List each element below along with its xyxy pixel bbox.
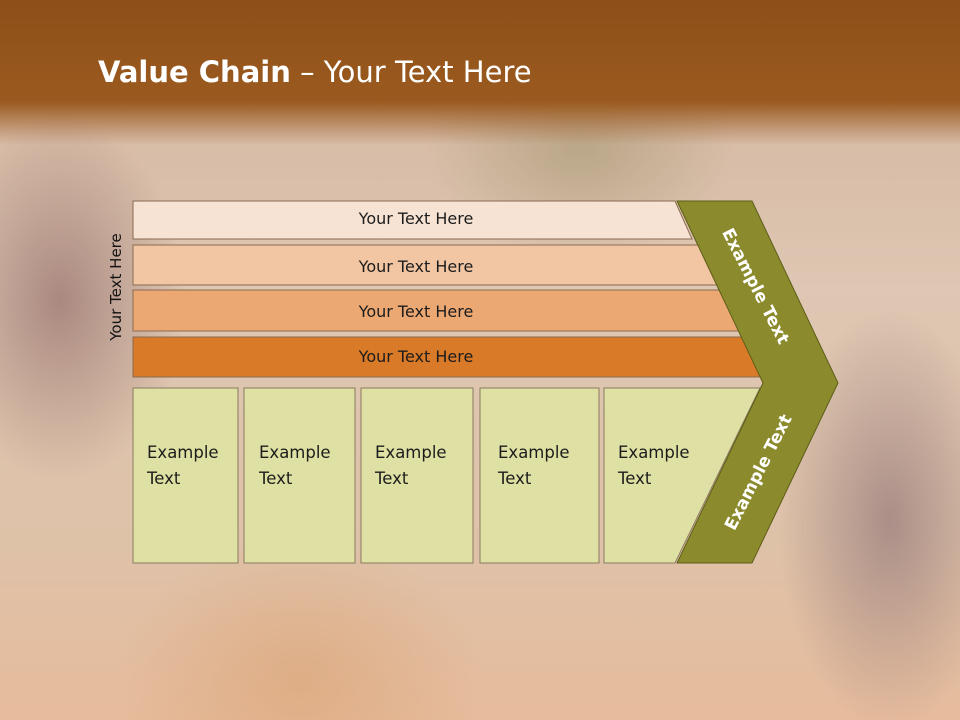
activity-text-2: Example Text <box>259 440 331 492</box>
activity-text-5: Example Text <box>618 440 690 492</box>
activity-cell-2 <box>243 387 356 564</box>
activity-text-2-line1: Example <box>259 443 331 462</box>
activity-text-1: Example Text <box>147 440 219 492</box>
activity-cell-3 <box>360 387 474 564</box>
chevron-arrow <box>676 200 839 564</box>
activity-text-3: Example Text <box>375 440 447 492</box>
activity-text-1-line1: Example <box>147 443 219 462</box>
slide-title-bold: Value Chain <box>98 55 291 89</box>
activity-text-5-line2: Text <box>618 469 652 488</box>
slide-title-rest: – Your Text Here <box>290 55 532 89</box>
row-bar-1 <box>132 200 693 240</box>
activity-text-3-line1: Example <box>375 443 447 462</box>
activity-text-4-line2: Text <box>498 469 532 488</box>
activity-text-4-line1: Example <box>498 443 570 462</box>
row-label-1: Your Text Here <box>358 209 474 228</box>
slide-title: Value Chain – Your Text Here <box>98 55 532 89</box>
row-label-3: Your Text Here <box>358 302 474 321</box>
activity-text-1-line2: Text <box>147 469 181 488</box>
activity-cell-4 <box>479 387 600 564</box>
activity-cell-5 <box>603 387 761 564</box>
activity-text-4: Example Text <box>498 440 570 492</box>
activity-cell-1 <box>132 387 239 564</box>
activity-text-5-line1: Example <box>618 443 690 462</box>
diagram-reflection <box>0 565 960 720</box>
activity-text-3-line2: Text <box>375 469 409 488</box>
activity-text-2-line2: Text <box>259 469 293 488</box>
title-bar <box>0 0 960 145</box>
row-label-2: Your Text Here <box>358 257 474 276</box>
row-label-4: Your Text Here <box>358 347 474 366</box>
